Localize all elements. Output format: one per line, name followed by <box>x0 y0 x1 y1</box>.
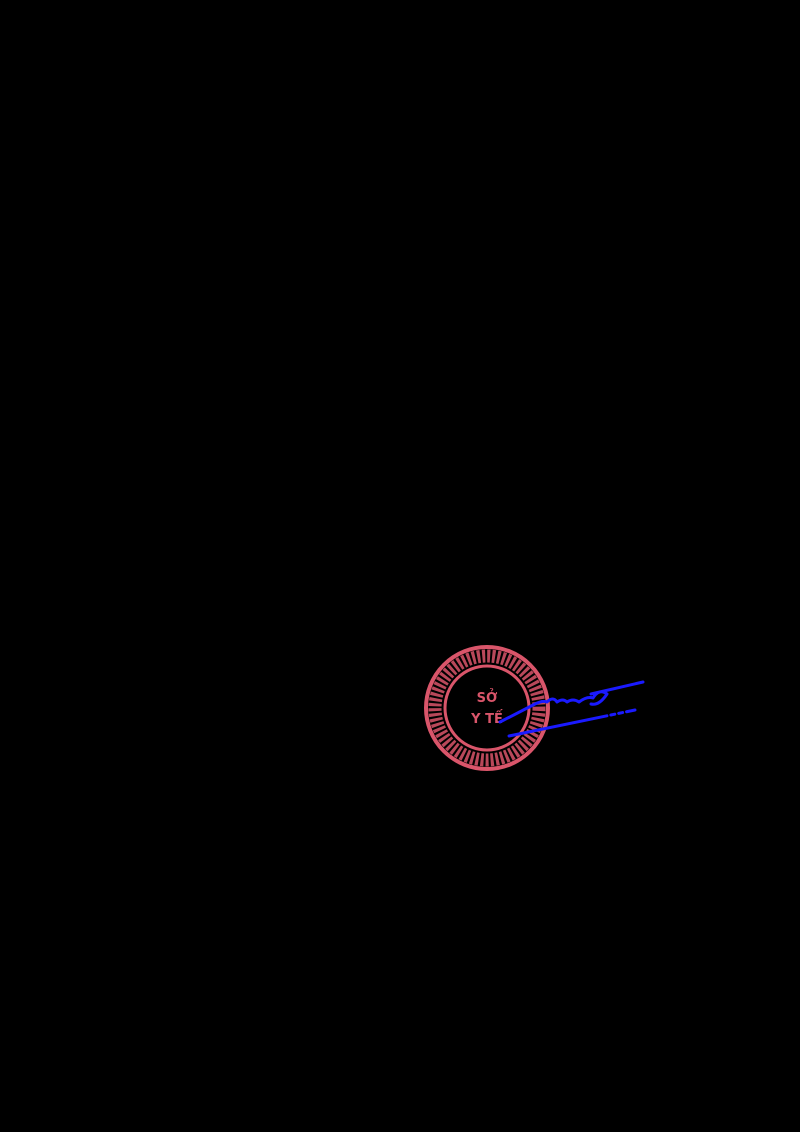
seal-text-line1: SỞ <box>477 689 498 706</box>
official-seal: SỞ Y TẾ <box>424 645 550 771</box>
seal-text-line2: Y TẾ <box>470 710 503 727</box>
handwritten-signature <box>498 680 645 738</box>
